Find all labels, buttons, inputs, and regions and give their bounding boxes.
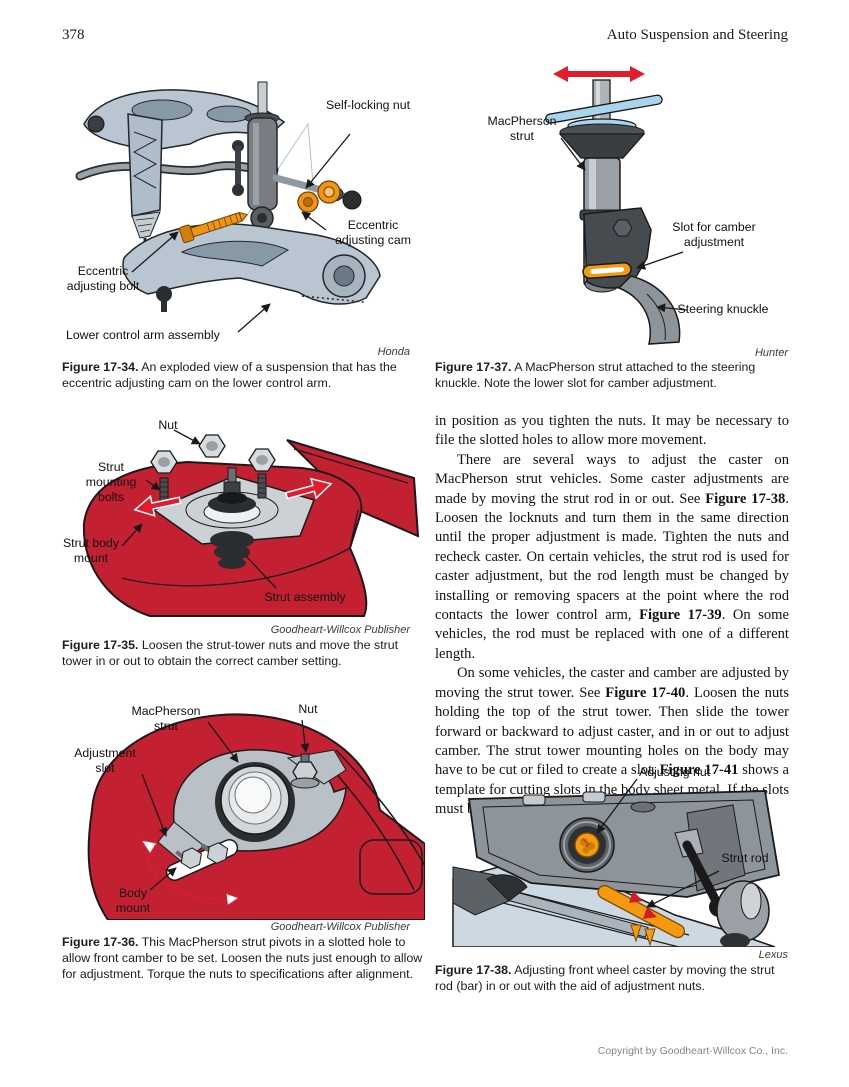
red-arrow-left-icon	[133, 494, 182, 517]
nut-art	[150, 434, 276, 474]
label-eccentric-adjusting-bolt: Eccentric adjusting bolt	[66, 264, 140, 293]
label-nut: Nut	[298, 702, 318, 716]
white-arrow-icon	[139, 839, 159, 856]
label-adjusting-nut: Adjusting nut	[639, 765, 711, 779]
figure-17-36: MacPherson strut Nut Adjustment slot Bod…	[62, 692, 425, 920]
double-arrow-icon	[553, 66, 645, 82]
body-paragraph: in position as you tighten the nuts. It …	[435, 413, 789, 449]
running-head: Auto Suspension and Steering	[606, 27, 788, 43]
camber-slot-art	[582, 262, 632, 279]
figure-17-34-credit: Honda	[377, 346, 410, 358]
figure-17-35-illustration	[82, 429, 420, 617]
body-paragraph: There are several ways to adjust the cas…	[435, 451, 789, 662]
figure-17-38-caption-lead: Figure 17-38.	[435, 963, 512, 977]
red-arrow-right-icon	[284, 477, 333, 500]
adjustment-slot-art	[165, 839, 239, 881]
figure-17-36-illustration	[87, 713, 425, 920]
label-eccentric-adjusting-cam: Eccentric adjusting cam	[335, 218, 411, 247]
figure-17-34-caption-lead: Figure 17-34.	[62, 360, 139, 374]
page-number: 378	[62, 27, 85, 43]
figure-17-38-credit: Lexus	[758, 949, 788, 961]
figure-17-35-caption-lead: Figure 17-35.	[62, 638, 139, 652]
label-strut-mounting-bolts: Strut mounting bolts	[85, 460, 137, 504]
figure-17-36-caption: Figure 17-36. This MacPherson strut pivo…	[62, 935, 423, 981]
page-header: 378 Auto Suspension and Steering	[62, 27, 788, 44]
label-strut-body-mount: Strut body mount	[62, 536, 120, 565]
pivot-arc-arrow-icon	[147, 857, 238, 899]
figure-17-37-caption-lead: Figure 17-37.	[435, 360, 512, 374]
figure-17-34: Self-locking nut Eccentric adjusting cam…	[62, 80, 425, 344]
label-lower-control-arm: Lower control arm assembly	[66, 328, 220, 342]
label-self-locking-nut: Self-locking nut	[325, 98, 411, 112]
label-strut-rod: Strut rod	[721, 851, 769, 865]
figure-17-34-illustration	[75, 81, 381, 333]
figure-17-38-illustration	[452, 778, 781, 947]
body-text-column: in position as you tighten the nuts. It …	[435, 412, 789, 820]
figure-17-36-credit: Goodheart-Willcox Publisher	[270, 921, 410, 933]
label-slot-for-camber: Slot for camber adjustment	[672, 220, 756, 249]
label-body-mount: Body mount	[115, 886, 151, 915]
strut-rod-art	[597, 884, 686, 939]
figure-17-37-credit: Hunter	[754, 347, 788, 359]
figure-17-37: MacPherson strut Slot for camber adjustm…	[435, 62, 788, 346]
eccentric-bolt-art	[179, 211, 249, 244]
figure-17-36-caption-lead: Figure 17-36.	[62, 935, 139, 949]
label-adjustment-slot: Adjustment slot	[74, 746, 136, 775]
label-steering-knuckle: Steering knuckle	[677, 302, 769, 316]
copyright-footer: Copyright by Goodheart-Willcox Co., Inc.	[597, 1045, 788, 1057]
figure-17-35: Nut Strut mounting bolts Strut body moun…	[62, 418, 425, 623]
figure-17-38-caption: Figure 17-38. Adjusting front wheel cast…	[435, 963, 775, 993]
figure-17-38: Adjusting nut Strut rod	[435, 765, 788, 947]
figure-17-37-illustration	[545, 66, 688, 345]
label-strut-assembly: Strut assembly	[264, 590, 346, 604]
label-nut: Nut	[158, 418, 178, 432]
figure-17-34-caption: Figure 17-34. An exploded view of a susp…	[62, 360, 397, 390]
figure-17-35-credit: Goodheart-Willcox Publisher	[270, 624, 410, 636]
label-macpherson-strut: MacPherson strut	[131, 704, 201, 733]
figure-17-37-caption: Figure 17-37. A MacPherson strut attache…	[435, 360, 756, 390]
body-paragraph: On some vehicles, the caster and camber …	[435, 665, 789, 818]
figure-17-35-caption: Figure 17-35. Loosen the strut-tower nut…	[62, 638, 399, 668]
label-macpherson-strut: MacPherson strut	[487, 114, 557, 143]
